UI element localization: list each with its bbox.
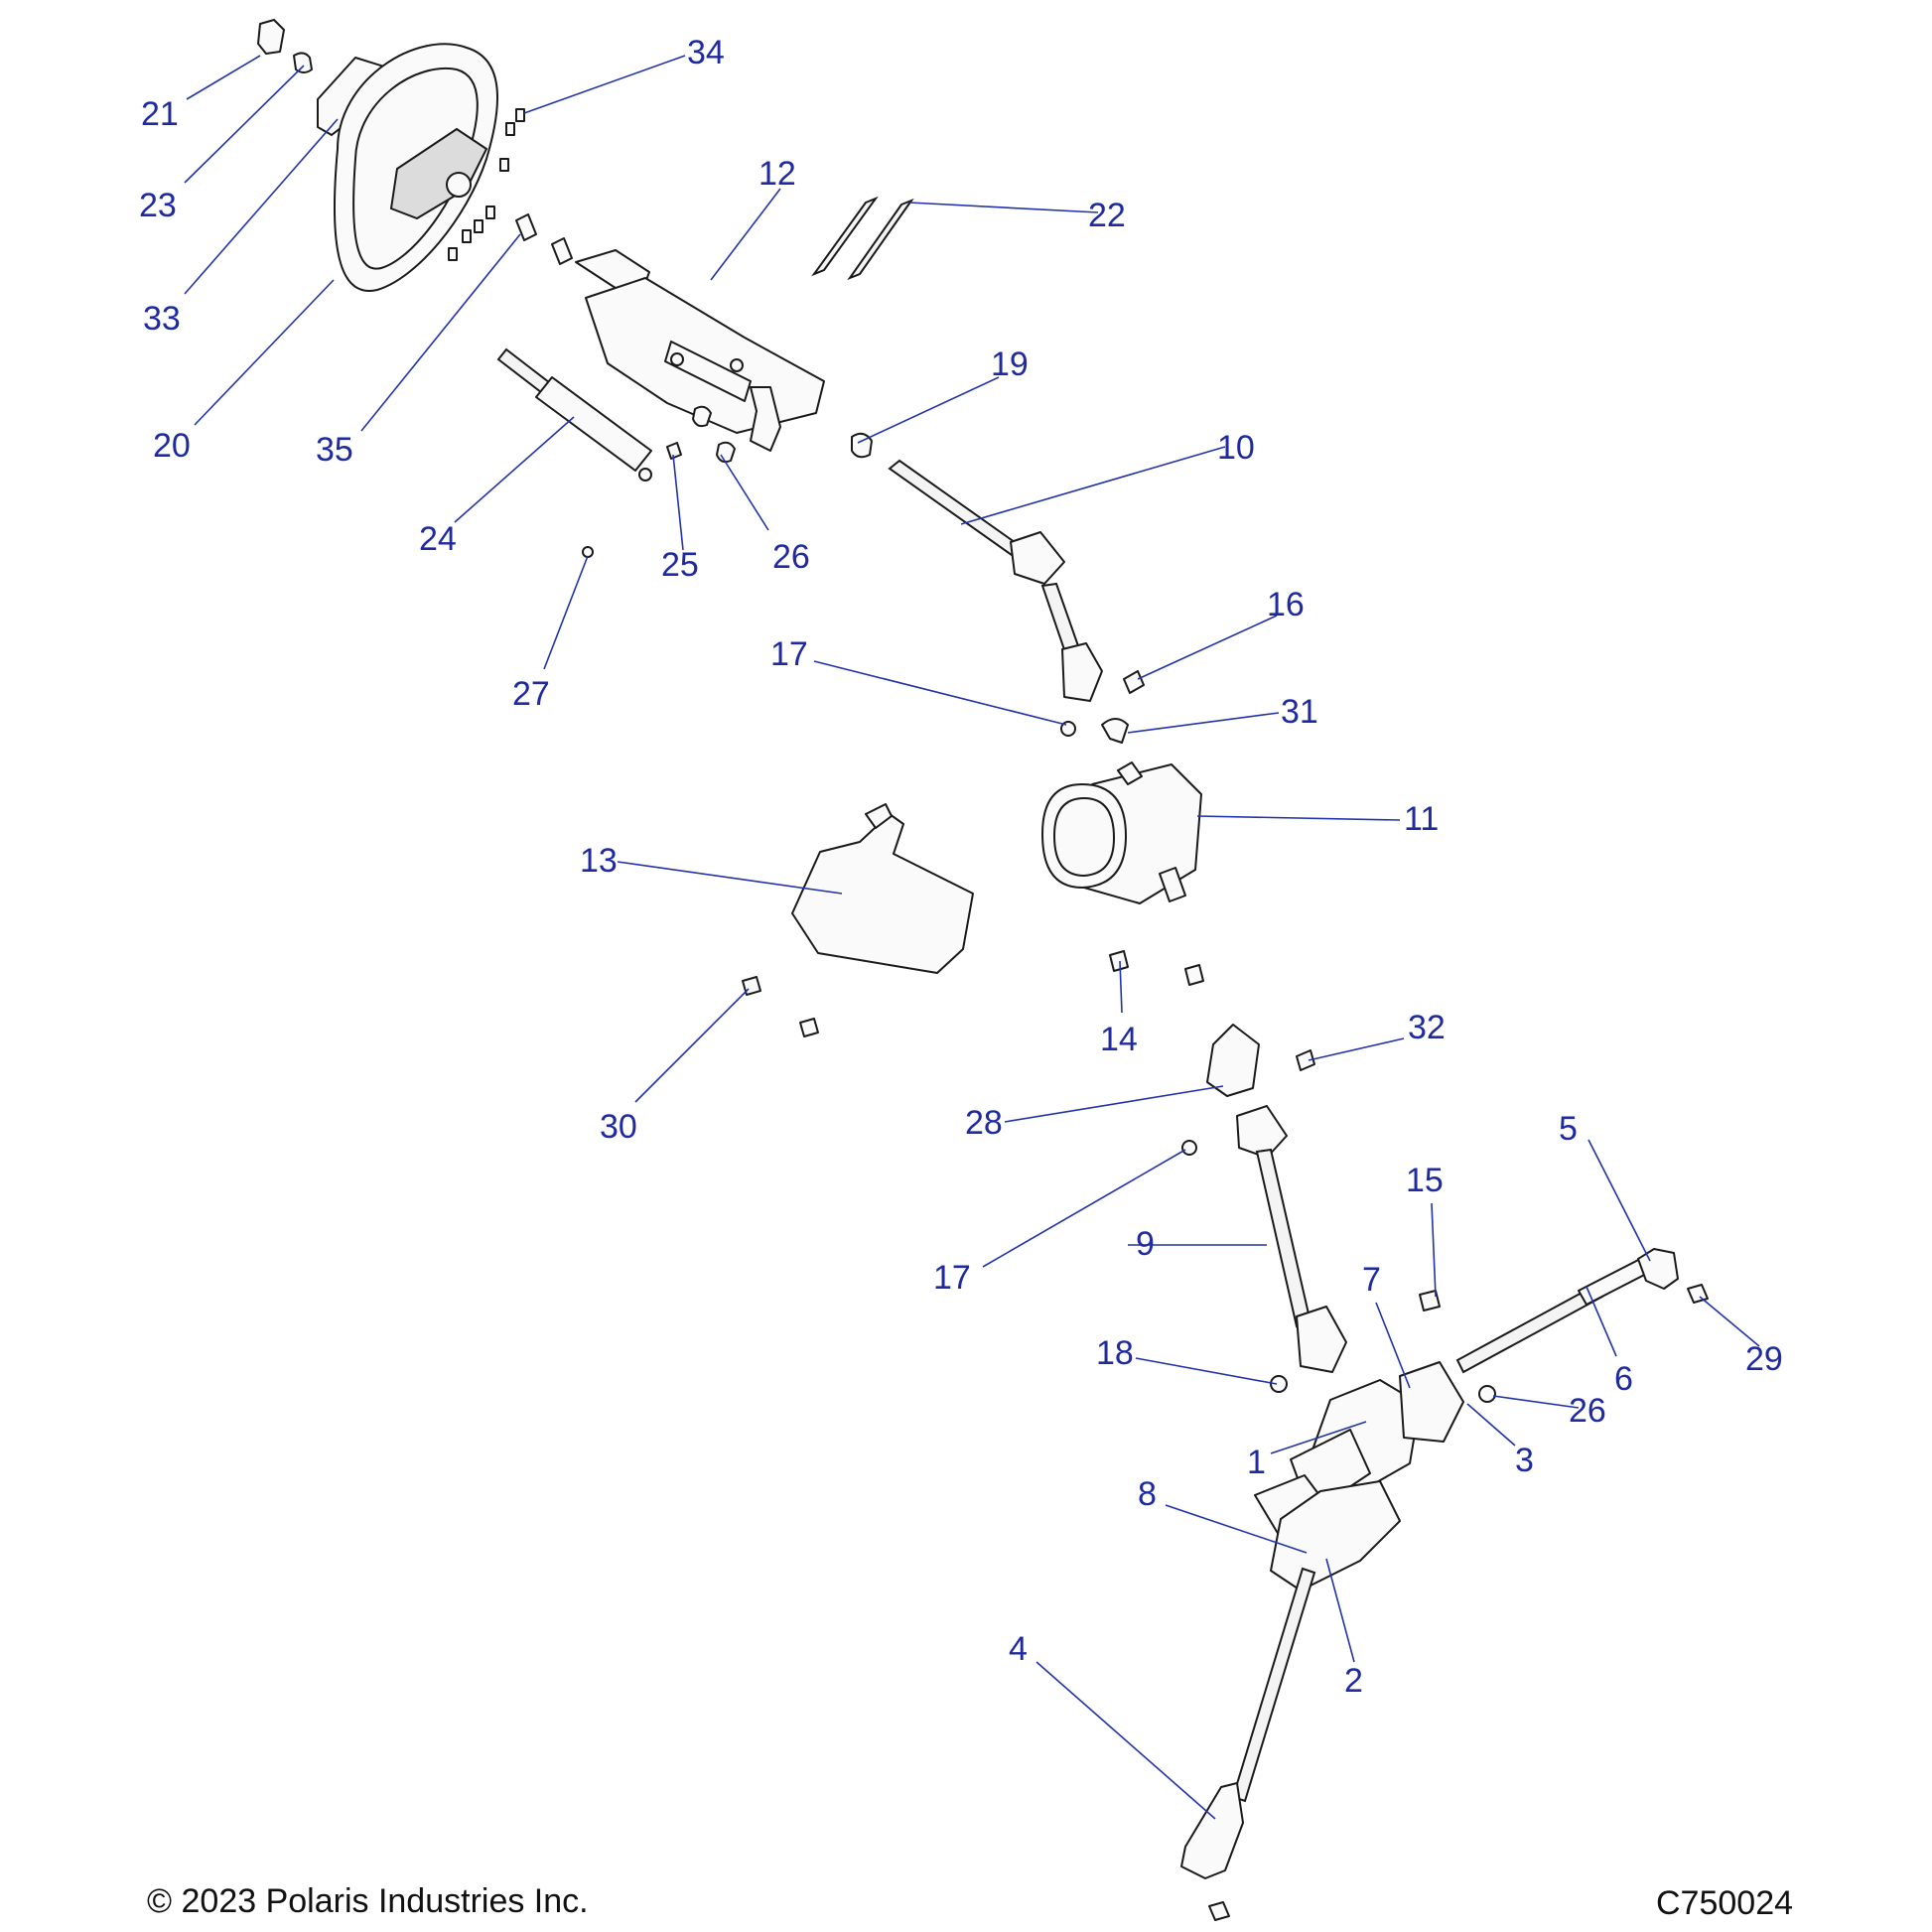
callout-15: 15 [1406,1162,1444,1199]
part-21-cap [257,19,285,55]
callout-26: 26 [772,538,810,576]
part-24-gas-strut [496,347,652,482]
callout-34: 34 [687,34,725,71]
part-18-nut [1270,1375,1288,1393]
callout-28: 28 [965,1104,1003,1142]
callout-22: 22 [1088,197,1126,234]
callout-8: 8 [1138,1475,1157,1513]
part-5-tie-rod-end [1637,1248,1679,1290]
callout-29: 29 [1745,1340,1783,1378]
part-9-lower-shaft [1236,1105,1347,1373]
callout-4: 4 [1009,1630,1028,1668]
callout-6: 6 [1614,1360,1633,1398]
callout-33: 33 [143,300,181,338]
callout-21: 21 [141,95,179,133]
callout-35: 35 [316,431,353,469]
callout-7: 7 [1362,1261,1381,1299]
part-22-bolt [811,196,879,277]
part-34-screws [448,108,525,261]
callout-9: 9 [1136,1225,1155,1263]
part-27-ball [582,546,594,558]
callout-10: 10 [1217,429,1255,467]
part-28-boot [1206,1024,1260,1097]
part-26-bushing [692,405,712,428]
part-14-bolt-2 [1184,964,1204,986]
callout-5: 5 [1559,1110,1578,1148]
callout-17b: 17 [933,1259,971,1297]
part-32-bolt [1296,1049,1315,1071]
callout-27: 27 [512,675,550,713]
part-4-nut [1208,1901,1230,1921]
part-17-nut [1060,721,1076,737]
callout-20: 20 [153,427,191,465]
part-22-bolt-2 [847,198,914,281]
part-26-bushing-2 [716,441,736,464]
part-14-bolt [1109,950,1129,972]
part-35-spacer [515,213,537,241]
diagram-code: C750024 [1656,1884,1794,1922]
callout-19: 19 [991,345,1029,383]
part-35-spacer-2 [551,237,573,265]
part-25-bolt [666,442,682,460]
part-23-nut [293,52,313,73]
part-8-boot [1270,1480,1401,1591]
callout-16: 16 [1267,586,1305,623]
callout-14: 14 [1100,1021,1138,1058]
callout-25: 25 [661,546,699,584]
part-12-column-bracket [575,249,825,452]
part-13-cover [791,803,974,974]
callout-1: 1 [1247,1444,1266,1481]
callout-17: 17 [770,635,808,673]
part-15-bolt [1419,1290,1441,1311]
part-2-tie-rod [1231,1567,1316,1803]
part-10-upper-shaft [888,459,1103,702]
part-11-eps-unit [1041,761,1202,904]
part-30-bolt-2 [799,1018,819,1037]
callout-31: 31 [1281,693,1318,731]
leader-lines [184,55,1760,1820]
part-4-tie-rod-end [1180,1782,1244,1879]
callout-26b: 26 [1569,1392,1606,1430]
callout-30: 30 [600,1108,637,1146]
callout-18: 18 [1096,1334,1134,1372]
callout-12: 12 [759,155,796,193]
part-31-clip [1101,718,1129,744]
callout-24: 24 [419,520,457,558]
part-16-bolt [1123,670,1145,694]
callout-32: 32 [1408,1009,1446,1046]
callout-11: 11 [1404,800,1439,838]
callout-3: 3 [1515,1442,1534,1479]
copyright-text: © 2023 Polaris Industries Inc. [147,1882,589,1920]
part-6-tie-rod [1455,1283,1604,1374]
callout-labels: 34 21 23 12 22 33 20 35 19 10 24 25 26 2… [139,34,1783,1700]
part-26-bushing-3 [1478,1385,1496,1403]
callout-23: 23 [139,187,177,224]
callout-2: 2 [1344,1662,1363,1700]
part-20-steering-wheel [333,43,498,292]
callout-13: 13 [580,842,618,880]
part-17-nut-2 [1181,1140,1197,1156]
